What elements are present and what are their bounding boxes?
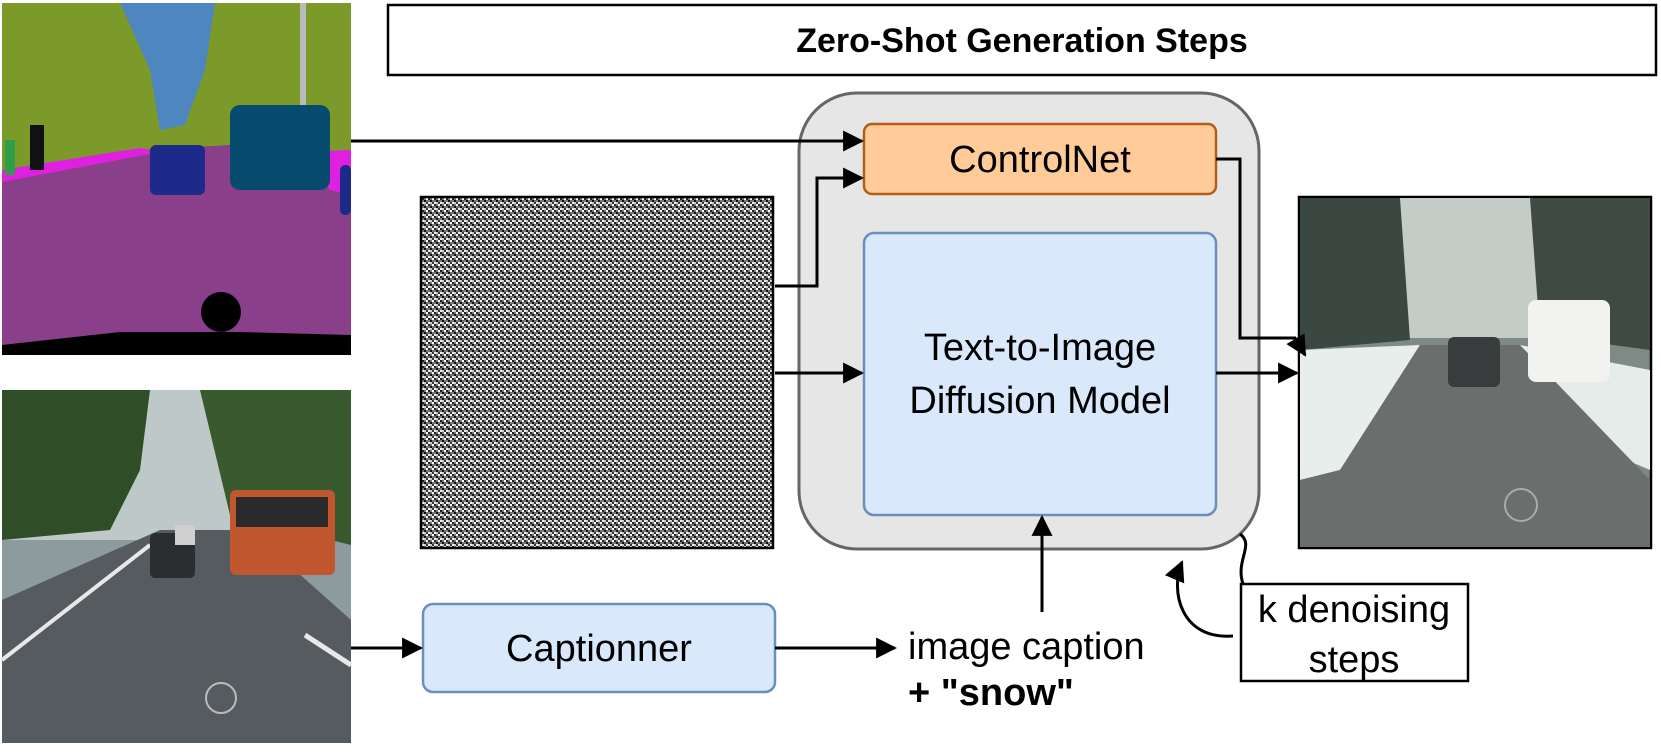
controlnet-block: ControlNet xyxy=(862,122,1218,196)
denoising-steps-box: k denoising steps xyxy=(1239,582,1470,683)
caption-text-line1: image caption xyxy=(908,626,1145,668)
arrow-denoising-loop xyxy=(1164,560,1234,638)
diffusion-model-block: Text-to-Image Diffusion Model xyxy=(862,231,1218,517)
title-box: Zero-Shot Generation Steps xyxy=(386,3,1658,77)
denoising-loop-connector xyxy=(1238,532,1248,585)
segmentation-map-image xyxy=(2,3,351,355)
denoising-steps-line1: k denoising xyxy=(1258,589,1450,631)
arrow-controlnet-to-output xyxy=(1216,157,1307,357)
input-street-photo-image xyxy=(0,390,353,743)
connectors xyxy=(351,130,1307,659)
diffusion-label-line1: Text-to-Image xyxy=(924,327,1156,369)
generated-output-image xyxy=(1297,195,1653,550)
denoising-steps-line2: steps xyxy=(1309,639,1400,681)
diffusion-label-line2: Diffusion Model xyxy=(909,380,1170,422)
diagram-title: Zero-Shot Generation Steps xyxy=(796,22,1248,60)
caption-text-line2: + "snow" xyxy=(908,672,1074,714)
controlnet-label: ControlNet xyxy=(949,139,1131,181)
captioner-block: Captionner xyxy=(421,602,777,694)
captioner-label: Captionner xyxy=(506,628,692,670)
random-noise-image xyxy=(419,195,775,550)
arrow-noise-to-controlnet xyxy=(775,167,865,288)
